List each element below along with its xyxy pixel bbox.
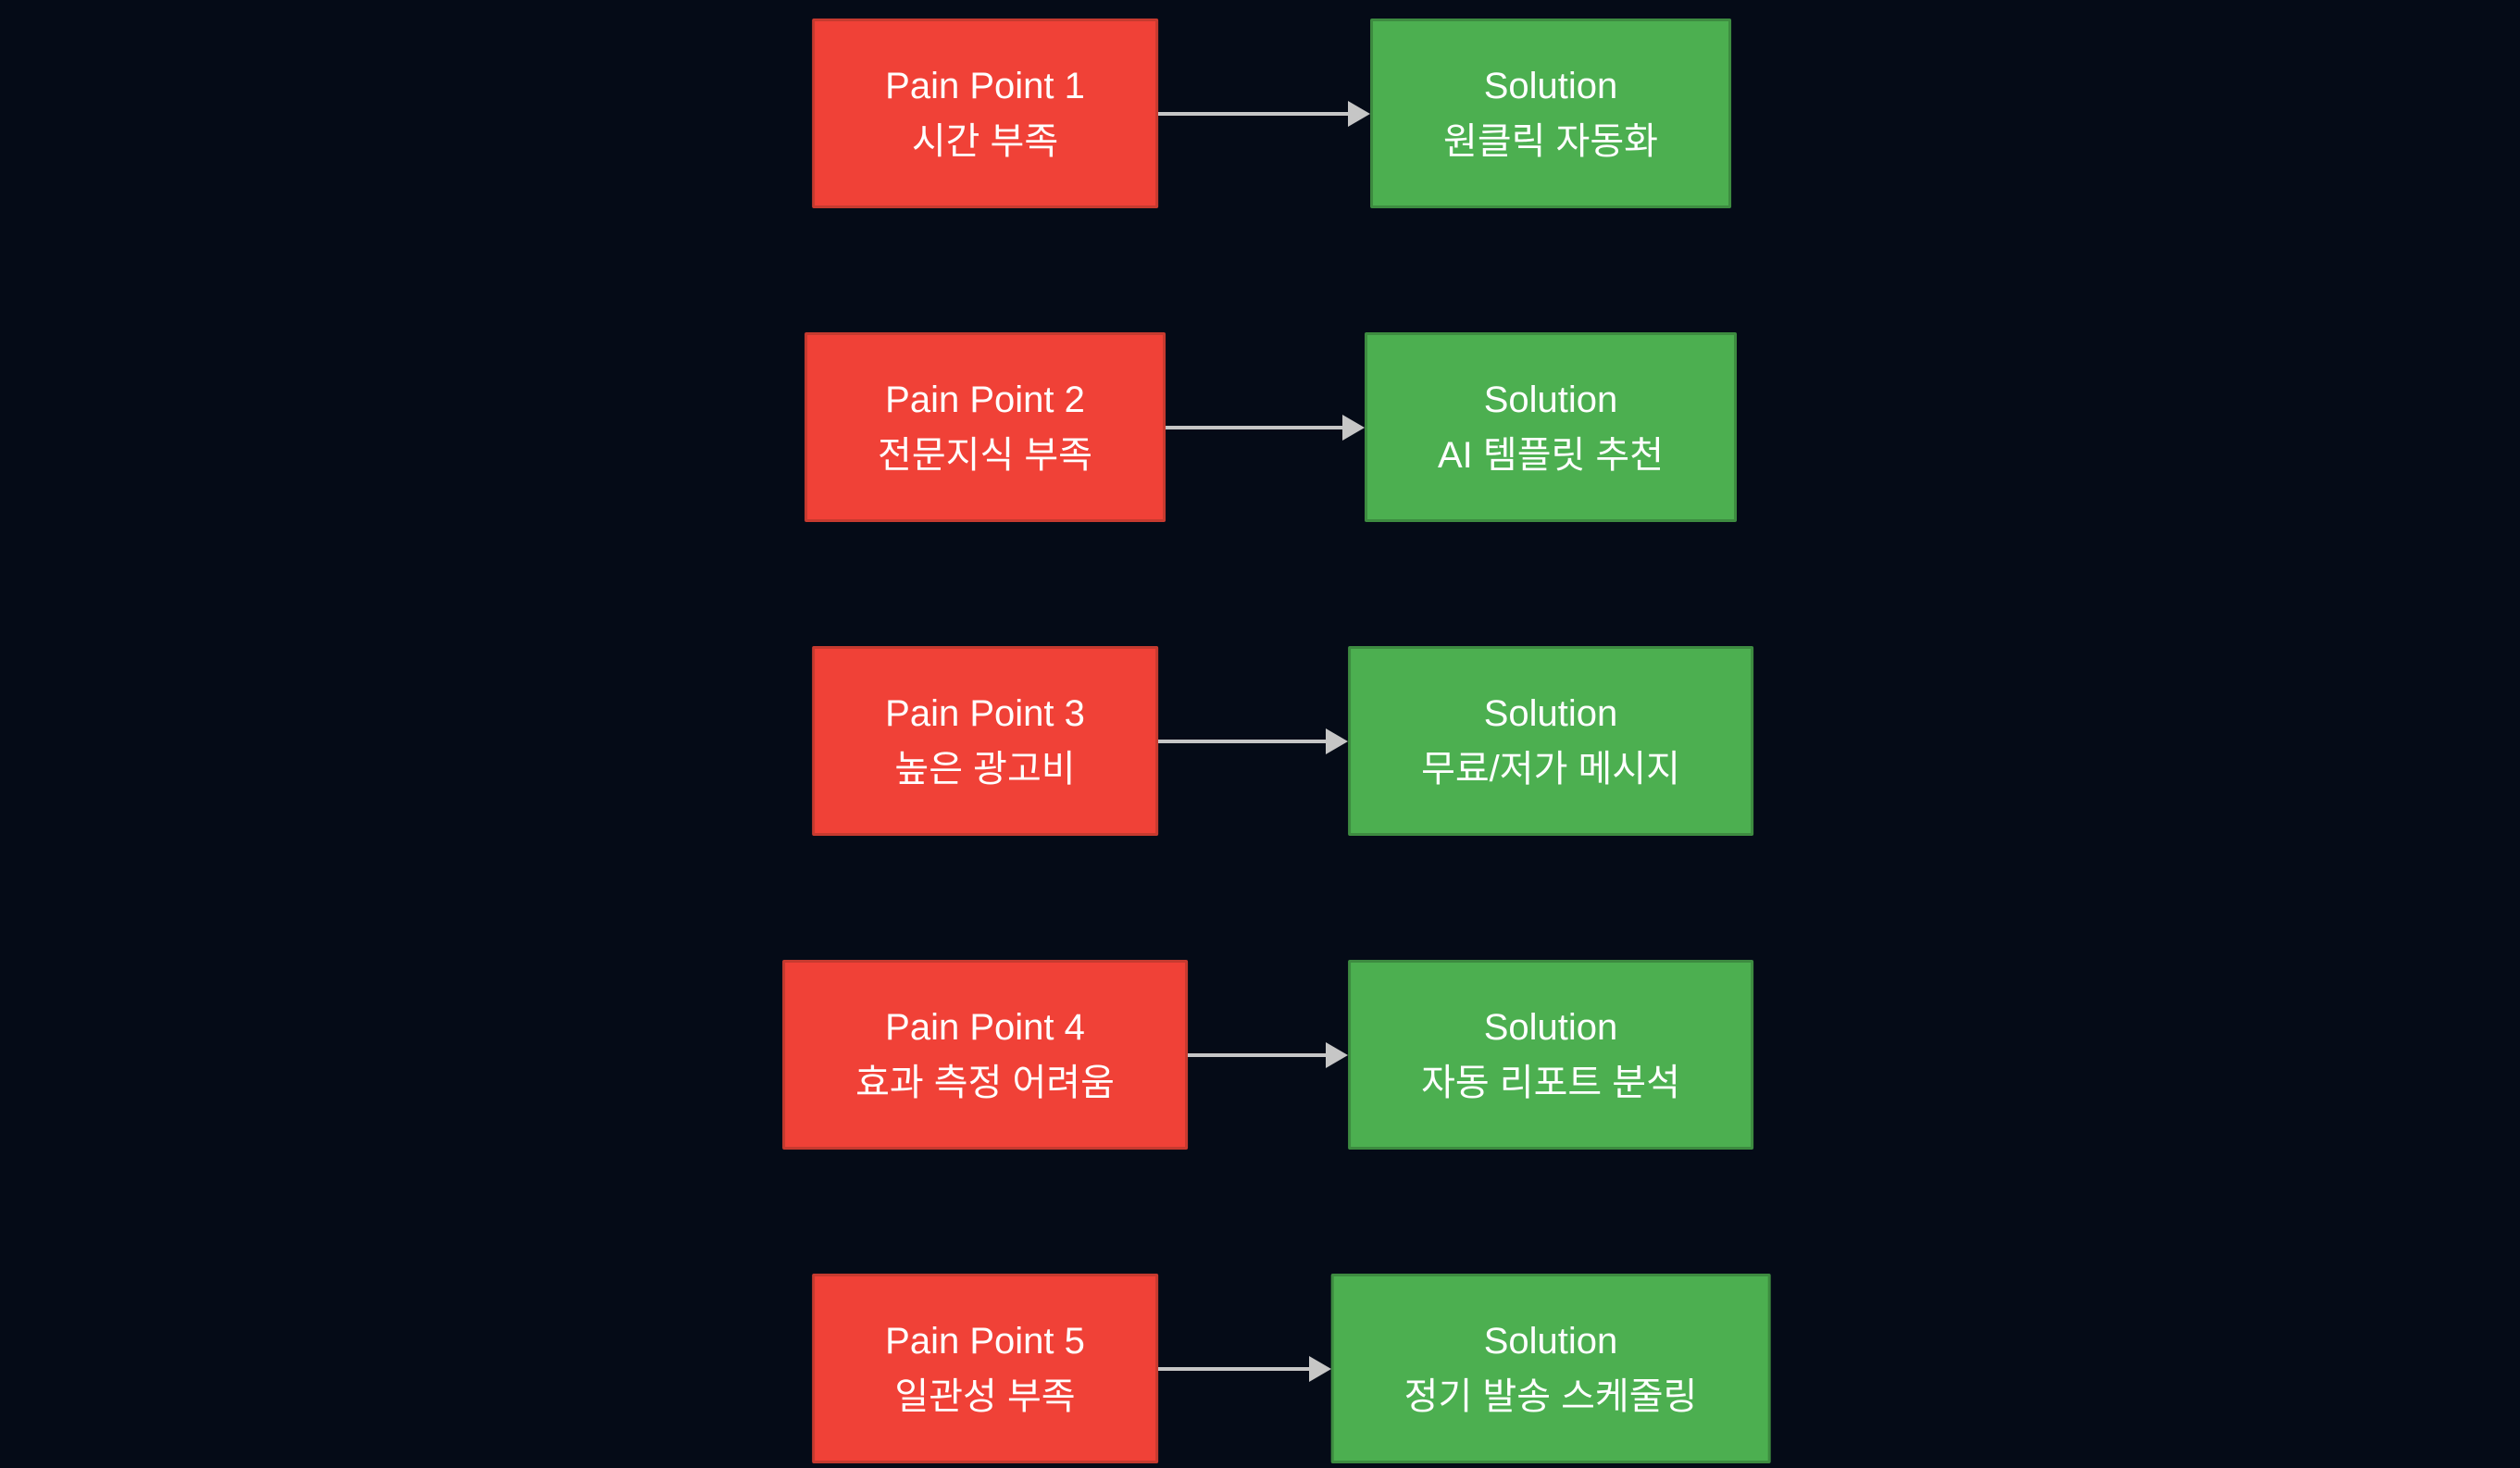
pain-point-label: 높은 광고비	[894, 748, 1076, 790]
pain-point-title: Pain Point 4	[885, 1006, 1085, 1048]
solution-label: 자동 리포트 분석	[1421, 1062, 1680, 1103]
arrow-connector	[1157, 1355, 1331, 1383]
pain-point-box-3: Pain Point 3 높은 광고비	[812, 646, 1158, 836]
solution-box-1: Solution 원클릭 자동화	[1370, 19, 1731, 208]
arrow-shaft	[1165, 425, 1342, 429]
solution-title: Solution	[1483, 1320, 1618, 1362]
arrow-head-icon	[1326, 728, 1349, 754]
mapping-row-2: Pain Point 2 전문지식 부족 Solution AI 템플릿 추천	[0, 332, 2520, 522]
pain-point-box-2: Pain Point 2 전문지식 부족	[805, 332, 1166, 522]
arrow-shaft	[1187, 1052, 1327, 1057]
arrow-shaft	[1157, 739, 1327, 743]
solution-box-4: Solution 자동 리포트 분석	[1348, 960, 1753, 1150]
pain-point-title: Pain Point 3	[885, 692, 1085, 734]
solution-label: 무료/저가 메시지	[1421, 748, 1680, 790]
solution-title: Solution	[1483, 65, 1618, 106]
solution-box-3: Solution 무료/저가 메시지	[1348, 646, 1753, 836]
solution-title: Solution	[1483, 379, 1618, 420]
pain-point-title: Pain Point 2	[885, 379, 1085, 420]
pain-point-box-4: Pain Point 4 효과 측정 어려움	[782, 960, 1188, 1150]
solution-box-5: Solution 정기 발송 스케줄링	[1330, 1274, 1771, 1463]
pain-point-label: 시간 부족	[911, 120, 1059, 162]
arrow-head-icon	[1348, 100, 1371, 127]
solution-label: 원클릭 자동화	[1443, 120, 1658, 162]
solution-label: 정기 발송 스케줄링	[1403, 1375, 1698, 1417]
pain-point-title: Pain Point 1	[885, 65, 1085, 106]
arrow-head-icon	[1326, 1041, 1349, 1068]
pain-point-box-5: Pain Point 5 일관성 부족	[812, 1274, 1158, 1463]
arrow-connector	[1187, 1041, 1349, 1069]
arrow-connector	[1157, 728, 1349, 755]
arrow-shaft	[1157, 1366, 1309, 1371]
solution-title: Solution	[1483, 692, 1618, 734]
pain-point-box-1: Pain Point 1 시간 부족	[812, 19, 1158, 208]
arrow-head-icon	[1341, 414, 1365, 441]
mapping-row-4: Pain Point 4 효과 측정 어려움 Solution 자동 리포트 분…	[0, 960, 2520, 1150]
solution-box-2: Solution AI 템플릿 추천	[1364, 332, 1738, 522]
arrow-head-icon	[1308, 1355, 1331, 1382]
arrow-shaft	[1157, 111, 1349, 116]
pain-point-label: 효과 측정 어려움	[855, 1062, 1115, 1103]
mapping-row-3: Pain Point 3 높은 광고비 Solution 무료/저가 메시지	[0, 646, 2520, 836]
pain-point-title: Pain Point 5	[885, 1320, 1085, 1362]
arrow-connector	[1157, 100, 1371, 128]
pain-point-label: 일관성 부족	[894, 1375, 1076, 1417]
solution-title: Solution	[1483, 1006, 1618, 1048]
pain-point-label: 전문지식 부족	[878, 434, 1092, 476]
mapping-row-5: Pain Point 5 일관성 부족 Solution 정기 발송 스케줄링	[0, 1274, 2520, 1463]
arrow-connector	[1165, 414, 1365, 442]
solution-label: AI 템플릿 추천	[1437, 434, 1665, 476]
mapping-row-1: Pain Point 1 시간 부족 Solution 원클릭 자동화	[0, 19, 2520, 208]
